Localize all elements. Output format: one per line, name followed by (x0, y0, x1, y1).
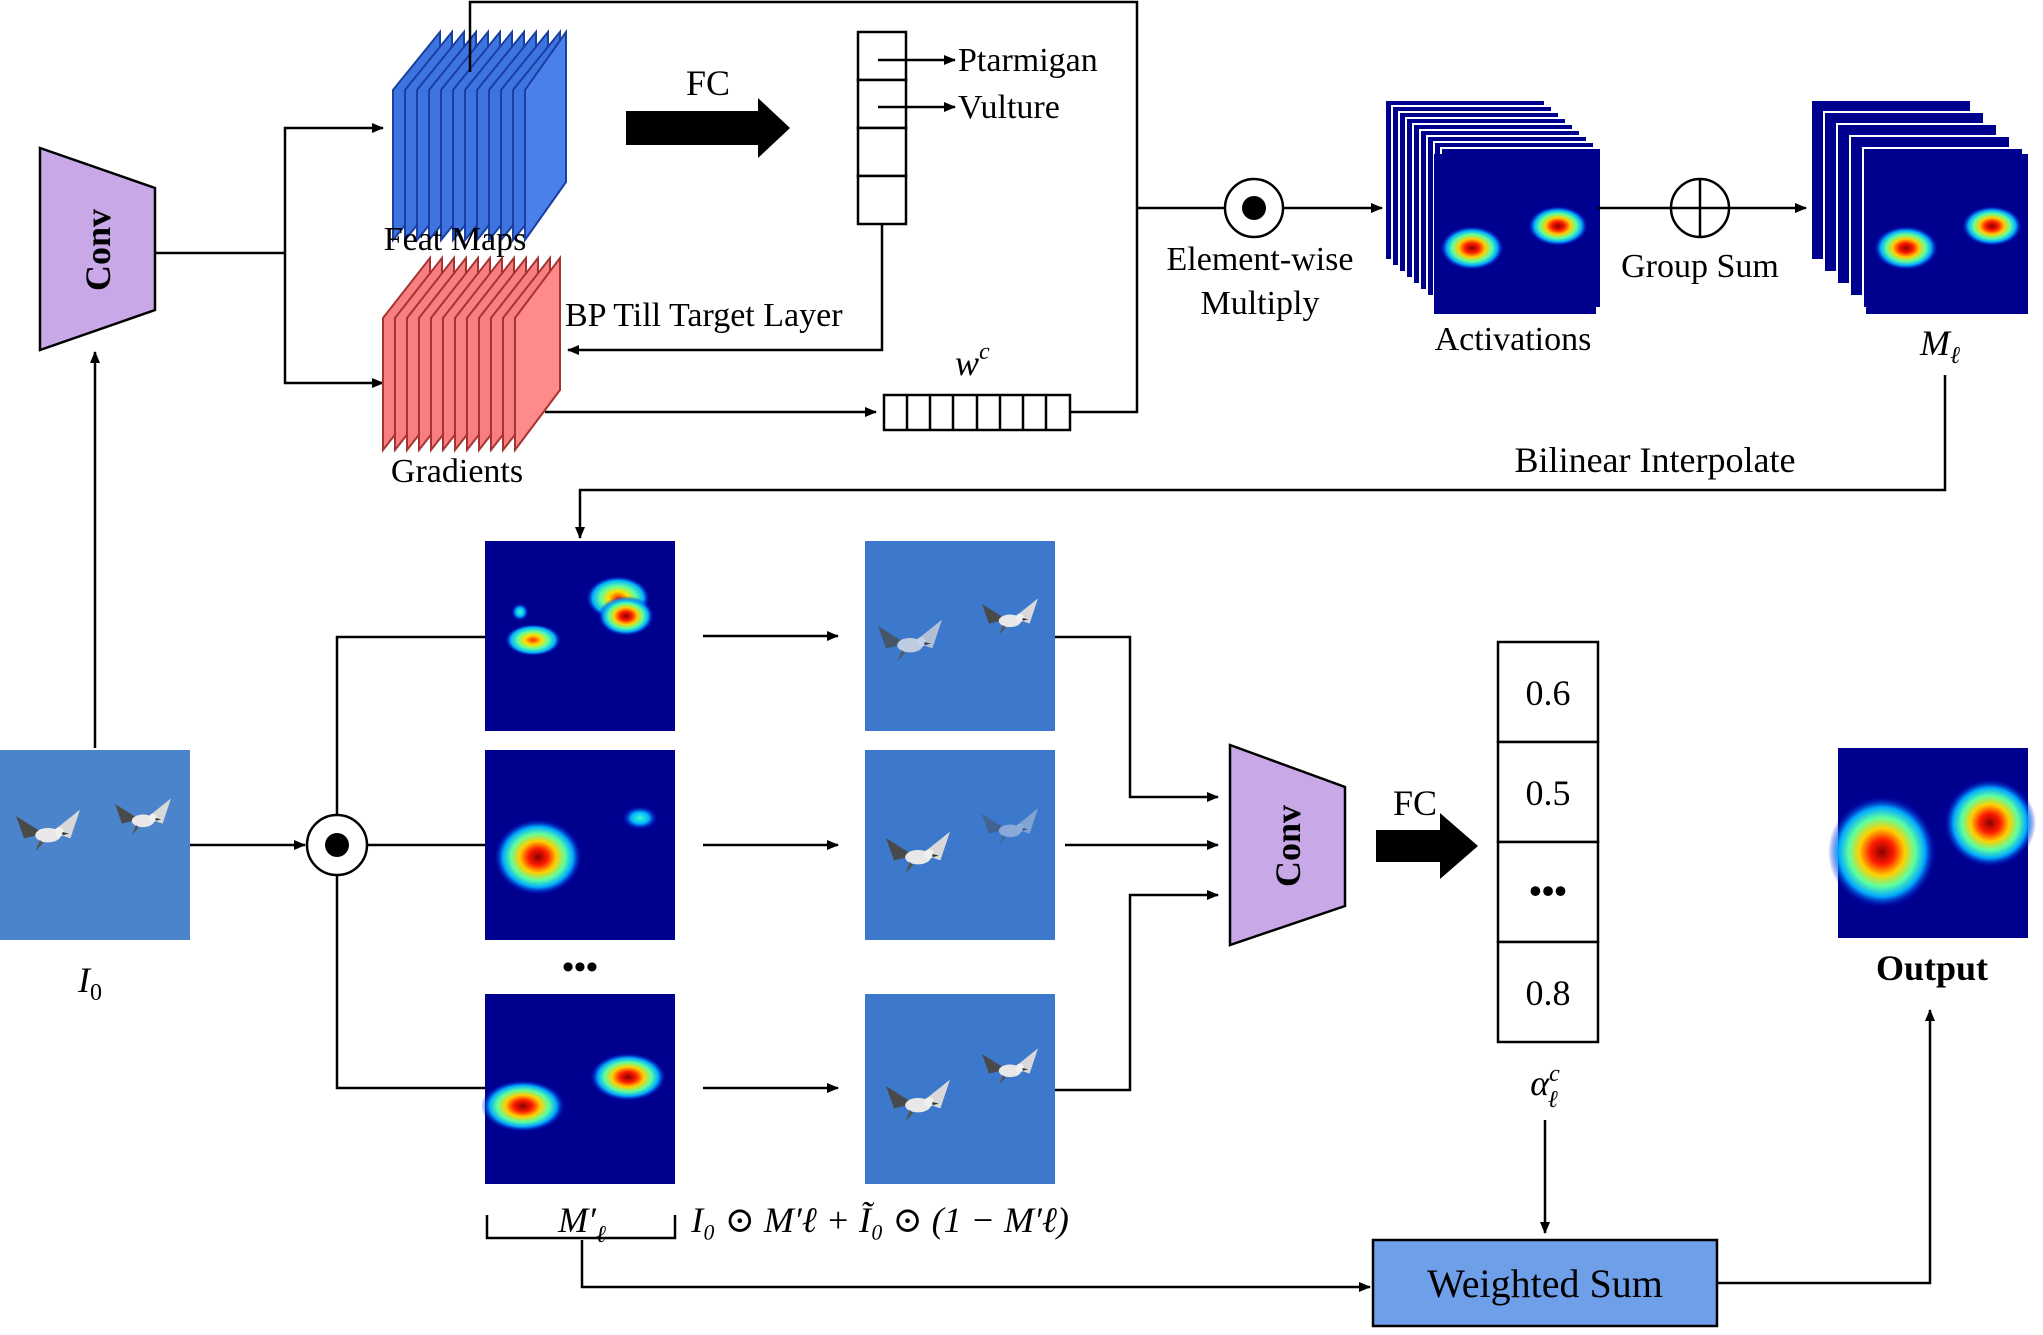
weight-vector-label: wc (955, 339, 990, 383)
heatmap-ellipsis: ••• (562, 949, 598, 986)
arrow-to-feat-maps (283, 123, 384, 253)
bp-till-target-label: BP Till Target Layer (565, 297, 843, 334)
activations-label: Activations (1435, 321, 1592, 358)
score-value: 0.5 (1526, 773, 1571, 813)
bilinear-interpolate-label: Bilinear Interpolate (1515, 440, 1796, 480)
group-sum-node (1669, 177, 1731, 239)
masked-image-2 (865, 750, 1055, 940)
arrow-bracket-to-weighted-sum (580, 1240, 1371, 1292)
fc-arrow-bottom (1376, 813, 1478, 879)
masking-formula: I₀ ⊙ M′ℓ + Ĩ₀ ⊙ (1 − M′ℓ) (690, 1200, 1069, 1240)
heatmap-1 (485, 541, 675, 731)
feat-maps-stack (392, 28, 567, 244)
connector-multiply-to-map-n (335, 875, 485, 1090)
fc-label-bottom: FC (1393, 783, 1437, 823)
masked-image-1 (865, 541, 1055, 731)
ml-label: Mℓ (1919, 323, 1960, 369)
connector-weights-to-multiply (1070, 210, 1139, 414)
class-label-ptarmigan: Ptarmigan (958, 42, 1098, 79)
heatmap-2 (485, 750, 675, 940)
elementwise-label-1: Element-wise (1167, 241, 1354, 278)
elementwise-label-2: Multiply (1200, 285, 1319, 322)
score-value: ••• (1529, 871, 1567, 911)
gradients-label: Gradients (391, 453, 523, 490)
weighted-sum-block: Weighted Sum (1371, 1238, 1719, 1328)
class-label-vulture: Vulture (958, 89, 1060, 126)
arrow-to-gradients (283, 253, 384, 388)
arrow-weighted-sum-to-output (1717, 1009, 1935, 1285)
output-heatmap (1828, 748, 2036, 938)
input-image (0, 750, 190, 940)
arrow-masked-n-to-conv (1055, 890, 1219, 1092)
arrow-bp-till-target (567, 224, 884, 355)
ml-prime-label: M′ℓ (557, 1200, 606, 1248)
score-value: 0.8 (1526, 973, 1571, 1013)
input-label: I0 (77, 960, 102, 1006)
arrow-bilinear-interpolate (575, 375, 1947, 539)
gradients-stack (382, 255, 561, 453)
conv-block-bottom: Conv (1228, 743, 1347, 947)
weighted-sum-label: Weighted Sum (1427, 1261, 1663, 1306)
activations-stack (1384, 99, 1602, 314)
weight-vector (882, 393, 1072, 432)
output-label: Output (1876, 948, 1988, 988)
feat-maps-label: Feat Maps (384, 221, 527, 258)
connector-feat-maps-to-multiply (468, 0, 1139, 210)
score-vector: 0.6 0.5 ••• 0.8 (1496, 640, 1600, 1044)
masked-image-n (865, 994, 1055, 1184)
fc-label-top: FC (686, 63, 730, 103)
fc-arrow-top (626, 98, 790, 158)
conv-label-top: Conv (78, 209, 118, 291)
connector-multiply-to-map-1 (335, 635, 485, 815)
group-sum-label: Group Sum (1621, 248, 1779, 285)
conv-block-top: Conv (38, 146, 157, 352)
heatmap-n (481, 994, 675, 1184)
conv-label-bottom: Conv (1268, 805, 1308, 887)
score-value: 0.6 (1526, 673, 1571, 713)
heatmaps-bracket (485, 1215, 677, 1240)
ml-stack (1810, 99, 2028, 314)
elementwise-multiply-node-top (1223, 177, 1285, 239)
logits-vector (856, 30, 908, 226)
arrow-masked-1-to-conv (1055, 635, 1219, 802)
elementwise-multiply-node-bottom (305, 813, 369, 877)
